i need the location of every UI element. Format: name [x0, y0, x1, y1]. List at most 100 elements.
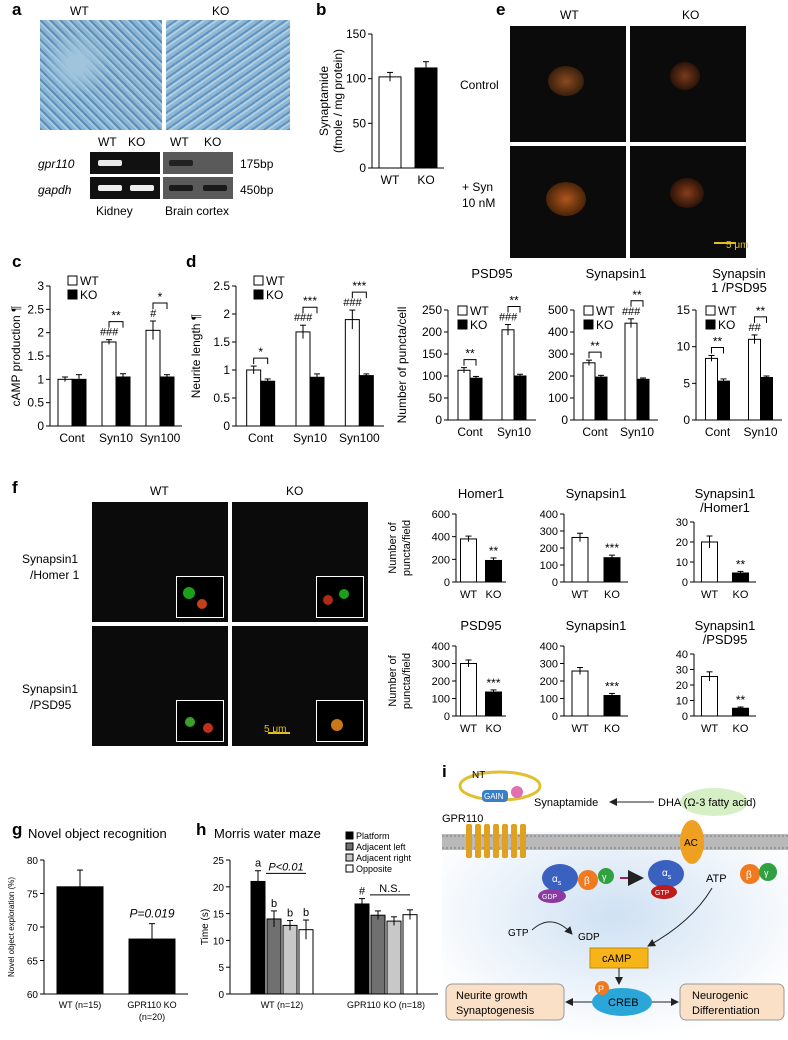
e3-legend-label: KO — [718, 318, 735, 332]
c-y-tick-label: 1.5 — [27, 349, 44, 363]
d-sig-bracket — [253, 357, 269, 365]
i-gain: GAIN — [484, 792, 504, 801]
e1-x-label: Cont — [457, 425, 483, 439]
e1-y-label: Number of puncta/cell — [395, 307, 409, 424]
d-bar-wt — [295, 331, 311, 427]
h-legend-swatch — [345, 853, 354, 862]
f1-y-tick-label: 400 — [432, 532, 450, 544]
f-col-ko: KO — [286, 484, 304, 498]
b-y-tick-label: 0 — [359, 161, 366, 175]
f-row2-1: Synapsin1 — [22, 682, 79, 696]
a-lane-1: WT — [98, 135, 117, 149]
e2-bar-wt — [624, 322, 638, 421]
h-y-tick-label: 5 — [218, 963, 224, 974]
i-gpr110: GPR110 — [442, 813, 483, 825]
f1-bar-0 — [460, 538, 477, 583]
e2-sig-bracket — [588, 351, 602, 359]
panel-letter-f: f — [12, 478, 18, 497]
e3-y-tick-label: 10 — [677, 340, 691, 354]
h-y-tick-label: 10 — [213, 936, 225, 947]
f3-y-tick-label: 20 — [676, 537, 688, 549]
e1-legend-swatch — [457, 319, 468, 330]
f3-x-label: WT — [701, 589, 718, 601]
e3-x-label: Cont — [705, 425, 731, 439]
i-box-left-1: Neurite growth — [456, 990, 528, 1002]
h-legend-label: Opposite — [356, 864, 392, 874]
f1-bar-1 — [485, 559, 502, 583]
b-y-label: (fmole / mg protein) — [331, 49, 345, 153]
e2-legend-swatch — [583, 305, 594, 316]
b-x-label: WT — [381, 173, 400, 187]
e3-x-label: Syn10 — [743, 425, 777, 439]
h-y-tick-label: 20 — [213, 883, 225, 894]
h-bar-adjacent-left — [370, 914, 386, 995]
g-y-tick-label: 75 — [27, 890, 39, 901]
f3-title: Synapsin1 — [695, 486, 756, 501]
i-gdp-right: GDP — [578, 932, 600, 943]
c-hash-mark: # — [150, 308, 157, 320]
f2-sig-stars: *** — [605, 541, 619, 555]
d-sig-bracket — [302, 306, 318, 314]
d-legend-label: WT — [266, 274, 285, 288]
h-legend-swatch — [345, 864, 354, 873]
i-alpha-mid-label: αs — [662, 868, 672, 881]
e-image-wt-control — [510, 26, 626, 142]
a-lane-2: KO — [128, 135, 146, 149]
d-sig-stars: * — [258, 345, 263, 359]
f6-title: Synapsin1 — [695, 618, 756, 633]
e2-y-tick-label: 400 — [548, 325, 568, 339]
f6-bar-0 — [701, 675, 718, 717]
f4-y-label: puncta/field — [401, 653, 413, 709]
f2-y-tick-label: 0 — [552, 577, 558, 589]
e-col-ko: KO — [682, 8, 700, 22]
a-gene-gpr110: gpr110 — [38, 157, 75, 171]
d-y-tick-label: 1.5 — [213, 335, 230, 349]
i-ac-shape — [680, 820, 704, 864]
c-y-tick-label: 3 — [37, 279, 44, 293]
f6-y-tick-label: 40 — [676, 649, 688, 661]
i-dha-glow — [680, 788, 748, 816]
a-lane-4: KO — [204, 135, 222, 149]
f5-title: Synapsin1 — [566, 618, 627, 633]
f1-y-tick-label: 0 — [444, 577, 450, 589]
f1-y-label: Number of — [387, 521, 399, 573]
c-bar-wt — [145, 329, 161, 427]
panel-letter-b: b — [316, 0, 327, 19]
f4-y-tick-label: 400 — [432, 641, 450, 653]
f4-y-label: Number of — [387, 654, 399, 706]
d-bar-ko — [358, 375, 374, 427]
a-histology-ko — [166, 20, 290, 130]
c-sig-bracket — [108, 321, 124, 328]
f6-x-label: KO — [733, 723, 749, 735]
h-legend-label: Adjacent right — [356, 853, 412, 863]
g-y-label: Novel object exploration (%) — [7, 877, 16, 977]
panel-letter-a: a — [12, 0, 22, 19]
d-sig-stars: *** — [352, 279, 366, 293]
g-y-tick-label: 80 — [27, 856, 39, 867]
f2-y-tick-label: 200 — [540, 543, 558, 555]
a-gel-brain-top — [163, 152, 233, 174]
c-legend-swatch — [67, 289, 78, 300]
d-bar-wt — [246, 369, 262, 427]
e-image-wt-syn — [510, 146, 626, 258]
e3-bar-wt — [705, 357, 718, 421]
c-y-tick-label: 2.5 — [27, 302, 44, 316]
i-beta-right-label: β — [746, 870, 752, 881]
e-col-wt: WT — [560, 8, 579, 22]
i-arrow-atp-camp — [647, 887, 713, 947]
e3-y-tick-label: 0 — [683, 413, 690, 427]
e1-bar-ko — [469, 377, 483, 421]
h-ko-mark: # — [359, 886, 366, 898]
f6-y-tick-label: 0 — [682, 711, 688, 723]
e2-y-tick-label: 200 — [548, 369, 568, 383]
f4-x-label: WT — [460, 723, 477, 735]
c-x-label: Syn100 — [140, 431, 181, 445]
panel-letter-h: h — [196, 820, 207, 839]
f1-y-tick-label: 600 — [432, 509, 450, 521]
f3-bar-1 — [732, 572, 749, 583]
d-bar-wt — [344, 319, 360, 427]
f5-bar-0 — [571, 670, 589, 717]
